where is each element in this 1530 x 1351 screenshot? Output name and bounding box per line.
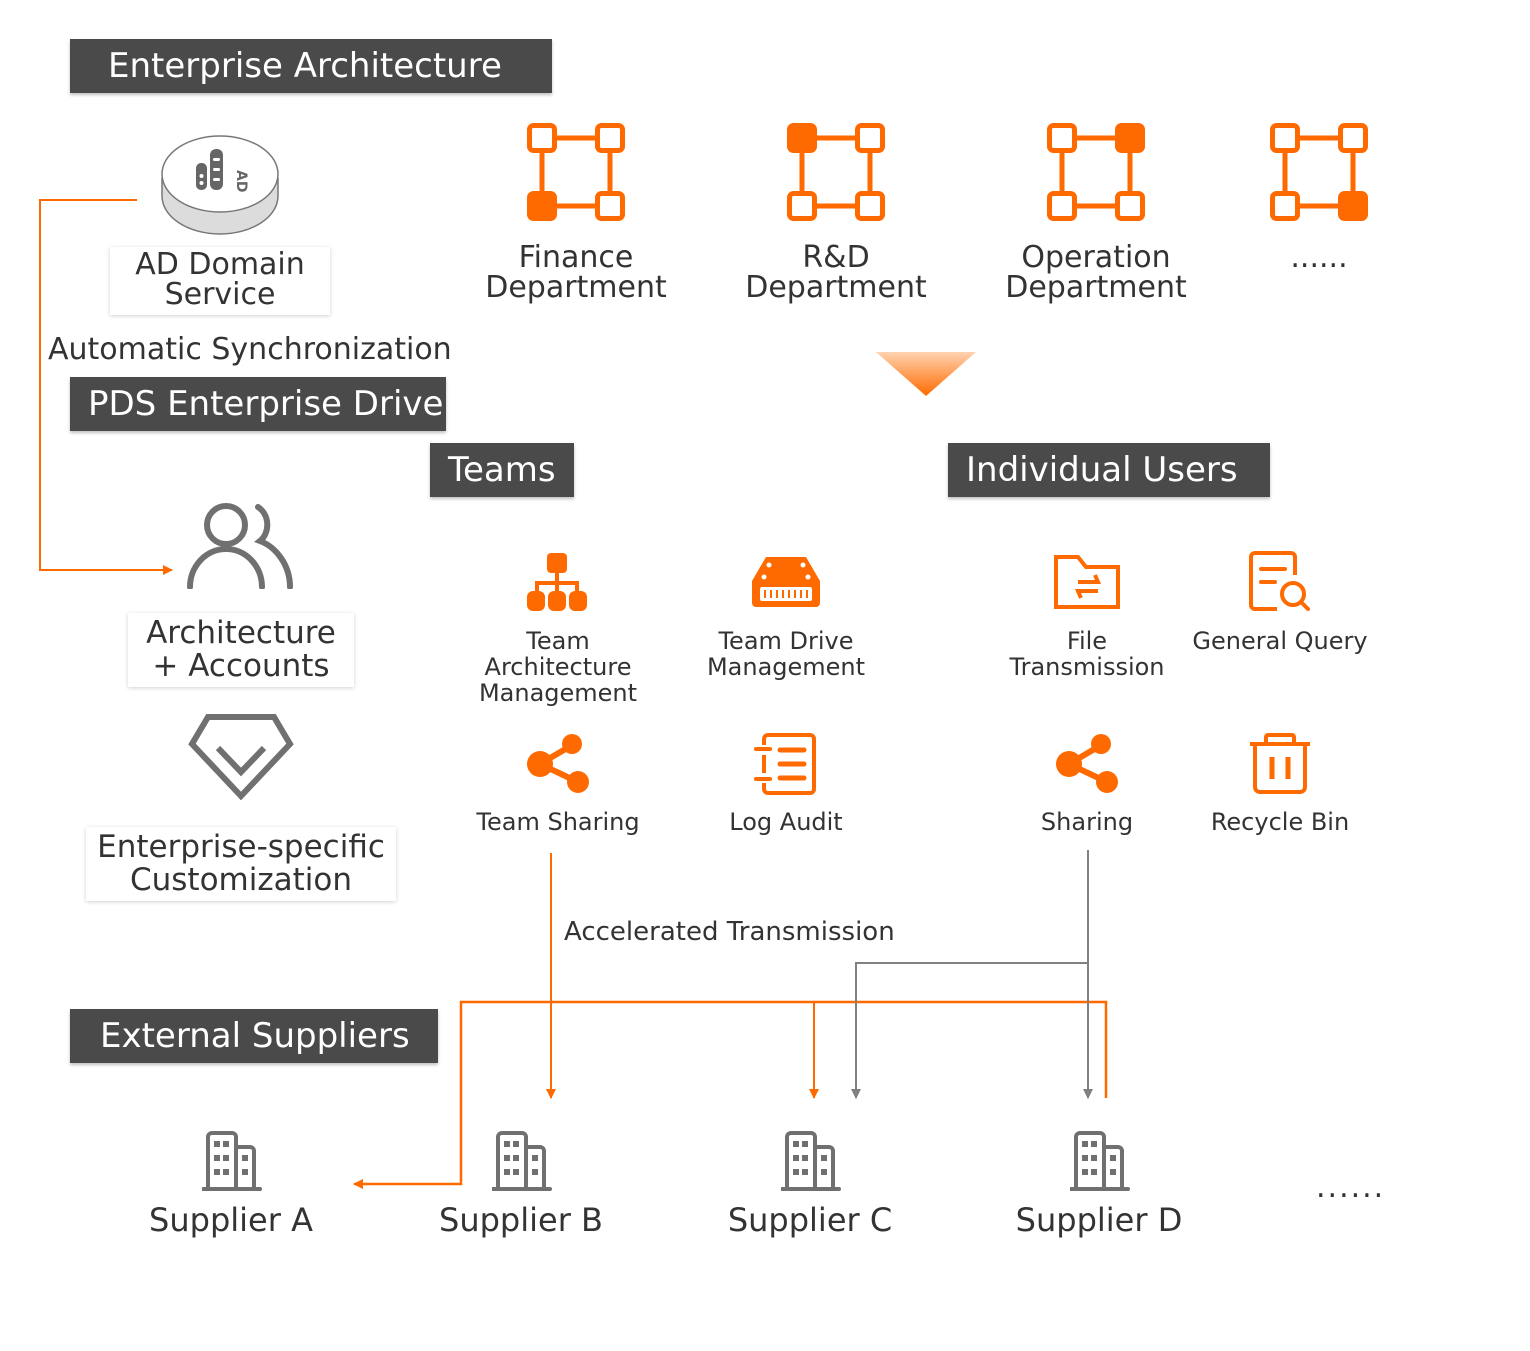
- accelerated-transmission-label: Accelerated Transmission: [564, 917, 895, 947]
- folder-transfer-icon: [1054, 555, 1120, 609]
- teams-panel: [430, 470, 908, 930]
- supplier-card[interactable]: Supplier D: [979, 1101, 1219, 1271]
- architecture-accounts-label: Architecture + Accounts: [128, 613, 354, 687]
- sharing-label: Sharing: [1040, 808, 1134, 836]
- supplier-name: Supplier D: [1015, 1201, 1183, 1239]
- team-sharing-label: Team Sharing: [476, 808, 640, 836]
- share-icon: [527, 734, 589, 793]
- building-icon: [781, 1131, 841, 1191]
- org-structure-icon: [1270, 123, 1368, 221]
- org-structure-icon: [527, 123, 625, 221]
- log-notebook-icon: [754, 733, 816, 795]
- department-label: Finance Department: [485, 240, 667, 305]
- users-icon: [187, 503, 293, 589]
- log-audit-label: Log Audit: [729, 808, 843, 836]
- department-label: R&D Department: [745, 240, 927, 305]
- supplier-card[interactable]: Supplier A: [111, 1101, 351, 1271]
- hard-drive-icon: [752, 557, 820, 607]
- department-label: ......: [1290, 240, 1348, 275]
- recycle-bin-label: Recycle Bin: [1210, 808, 1350, 836]
- ad-domain-service-label: AD Domain Service: [110, 247, 330, 315]
- org-structure-icon: [787, 123, 885, 221]
- more-suppliers-ellipsis: ......: [1316, 1170, 1386, 1205]
- building-icon: [492, 1131, 552, 1191]
- external-suppliers-title: External Suppliers: [70, 1009, 438, 1063]
- building-icon: [1070, 1131, 1130, 1191]
- share-icon: [1056, 734, 1118, 793]
- supplier-card[interactable]: Supplier C: [690, 1101, 930, 1271]
- trash-icon: [1250, 733, 1310, 794]
- team-drive-management-label: Team Drive Management: [706, 627, 866, 681]
- ad-server-icon: AD: [161, 135, 279, 235]
- enterprise-customization-label: Enterprise-specific Customization: [86, 827, 396, 901]
- team-architecture-management-label: Team Architecture Management: [478, 627, 638, 707]
- supplier-card[interactable]: Supplier B: [401, 1101, 641, 1271]
- pds-enterprise-drive-title: PDS Enterprise Drive: [70, 377, 446, 431]
- building-icon: [202, 1131, 262, 1191]
- down-arrow-icon: [876, 352, 976, 396]
- hierarchy-icon: [527, 553, 587, 611]
- department-label: Operation Department: [1005, 240, 1187, 305]
- general-query-label: General Query: [1192, 627, 1368, 655]
- document-search-icon: [1249, 551, 1310, 611]
- individual-users-title: Individual Users: [948, 443, 1270, 497]
- supplier-name: Supplier A: [149, 1201, 313, 1239]
- svg-text:AD: AD: [233, 170, 249, 192]
- supplier-name: Supplier C: [727, 1201, 893, 1239]
- automatic-synchronization-label: Automatic Synchronization: [48, 332, 452, 367]
- individual-users-panel: [948, 470, 1428, 930]
- org-structure-icon: [1047, 123, 1145, 221]
- teams-title: Teams: [430, 443, 574, 497]
- supplier-name: Supplier B: [439, 1201, 603, 1239]
- file-transmission-label: File Transmission: [1009, 627, 1165, 681]
- diamond-check-icon: [188, 714, 294, 800]
- enterprise-architecture-title: Enterprise Architecture: [70, 39, 552, 93]
